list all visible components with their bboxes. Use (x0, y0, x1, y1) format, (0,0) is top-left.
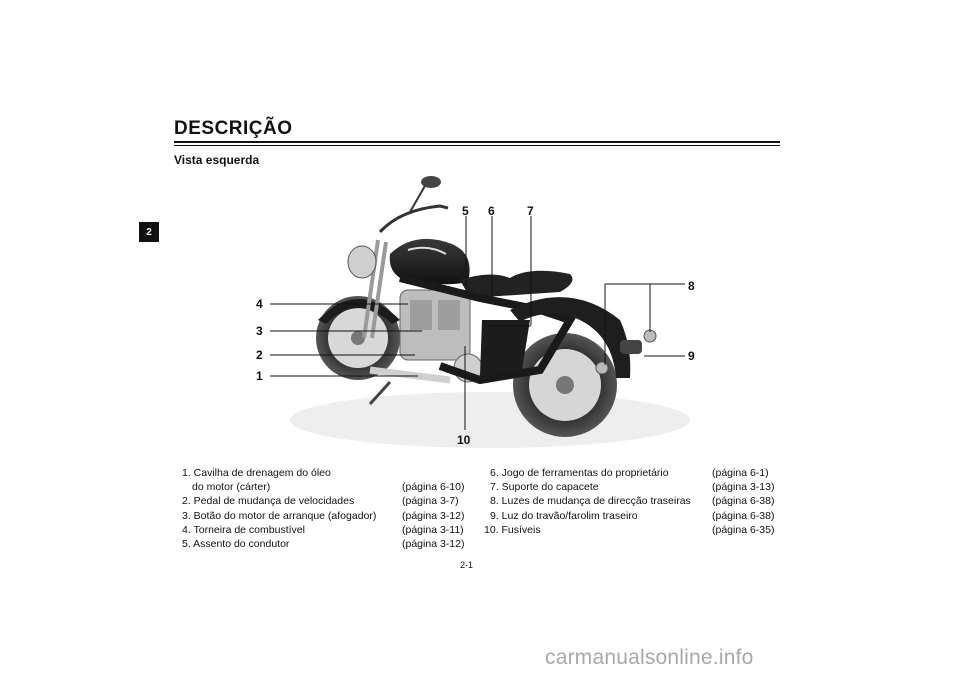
exhaust (369, 366, 451, 384)
callout-10: 10 (457, 433, 471, 447)
tail-light (620, 340, 642, 354)
motorcycle-illustration (270, 176, 690, 448)
leader-lines (270, 216, 685, 430)
engine (399, 289, 483, 383)
page-number: 2-1 (460, 560, 474, 570)
kickstand (368, 380, 392, 406)
legend-item: 3. Botão do motor de arranque (afogador)… (182, 509, 465, 522)
legend-left: 1. Cavilha de drenagem do óleo do motor … (182, 466, 472, 551)
callout-5: 5 (462, 204, 469, 218)
callout-8: 8 (688, 279, 695, 293)
legend-item: 1. Cavilha de drenagem do óleo (182, 467, 331, 479)
legend-item: 9. Luz do travão/farolim traseiro(página… (490, 509, 775, 522)
legend-item: 7. Suporte do capacete(página 3-13) (490, 481, 775, 494)
side-cover (480, 320, 530, 376)
section-subtitle: Vista esquerda (174, 153, 260, 167)
handlebar (378, 204, 449, 234)
legend-item: 2. Pedal de mudança de velocidades(págin… (182, 495, 459, 508)
callout-6: 6 (488, 204, 495, 218)
title-rule-thin (174, 145, 780, 146)
legend-item: do motor (cárter)(página 6-10) (192, 481, 465, 494)
legend-item: 4. Torneira de combustível(página 3-11) (182, 523, 464, 536)
ground-shadow (290, 392, 690, 448)
callout-9: 9 (688, 349, 695, 363)
tank-panel (407, 246, 447, 255)
frame (399, 274, 576, 385)
legend-right: 6. Jogo de ferramentas do proprietário(p… (484, 466, 780, 537)
callout-1: 1 (256, 369, 263, 383)
callout-7: 7 (527, 204, 534, 218)
front-wheel (316, 296, 400, 380)
watermark: carmanualsonline.info (545, 646, 754, 669)
legend-item: 8. Luzes de mudança de direcção traseira… (490, 495, 775, 508)
rear-signal-left (595, 361, 609, 375)
title-rule-thick (174, 141, 780, 143)
front-fork (362, 239, 388, 339)
headlight (347, 245, 377, 279)
legend-item: 10. Fusíveis(página 6-35) (484, 523, 775, 536)
mirror (421, 176, 441, 188)
rear-wheel (513, 333, 617, 437)
chapter-tab: 2 (139, 222, 159, 242)
rear-fender (510, 297, 631, 378)
callout-3: 3 (256, 324, 263, 338)
front-fender (318, 299, 400, 324)
legend-item: 6. Jogo de ferramentas do proprietário(p… (490, 467, 769, 479)
mirror-stem (409, 183, 427, 213)
callout-4: 4 (256, 297, 263, 311)
callout-2: 2 (256, 348, 263, 362)
seat (460, 270, 573, 298)
legend-item: 5. Assento do condutor(página 3-12) (182, 537, 465, 550)
page-title: DESCRIÇÃO (174, 118, 293, 139)
